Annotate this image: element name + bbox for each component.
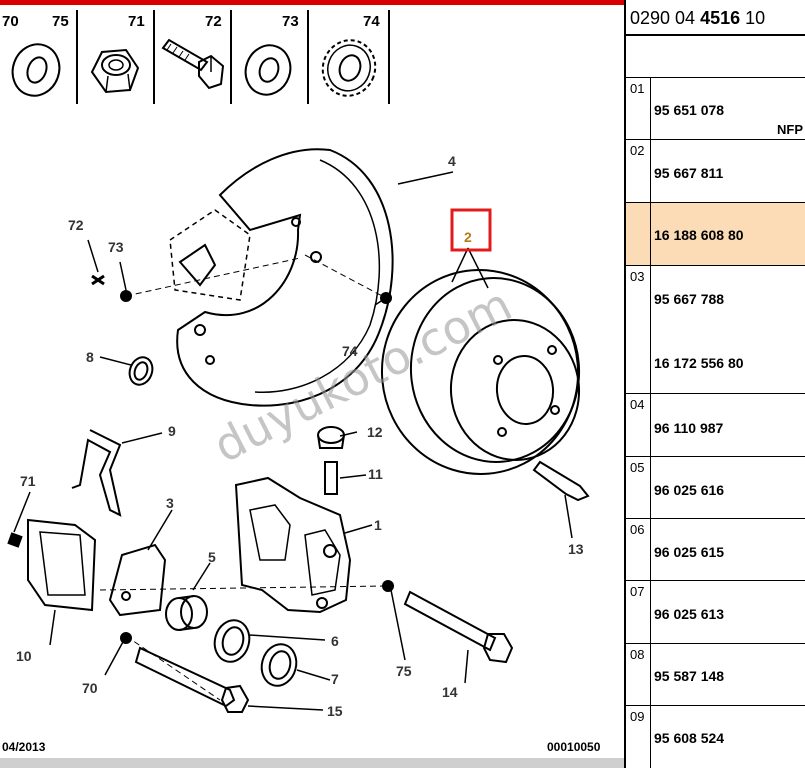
callout-14[interactable]: 14 <box>442 684 458 700</box>
callout-72[interactable]: 72 <box>68 217 84 233</box>
washer-marker-70 <box>120 632 132 644</box>
part-number: 96 110 987 <box>654 420 724 436</box>
header-cell-73[interactable]: 73 <box>232 10 309 104</box>
header-part-number: 73 <box>282 13 299 30</box>
part-number: 95 667 811 <box>654 165 724 181</box>
exploded-view-drawing: 4 2 72 73 74 8 9 12 11 71 3 1 13 5 6 10 … <box>7 148 590 719</box>
row-number: 01 <box>630 81 645 96</box>
callout-74[interactable]: 74 <box>342 343 358 359</box>
hardware-header: 70 75 71 72 <box>0 5 624 104</box>
table-row[interactable]: 06 96 025 615 <box>626 519 805 581</box>
washer-marker-75 <box>382 580 394 592</box>
washer-icon <box>11 43 61 97</box>
table-row[interactable]: 04 96 110 987 <box>626 394 805 457</box>
washer-marker-73 <box>120 290 132 302</box>
part-number: 96 025 615 <box>654 544 725 560</box>
reference-number: 0290 04 4516 10 <box>626 0 805 36</box>
callout-2[interactable]: 2 <box>464 229 472 245</box>
part-number: 95 608 524 <box>654 730 725 746</box>
callout-7[interactable]: 7 <box>331 671 339 687</box>
callout-73[interactable]: 73 <box>108 239 124 255</box>
part-number: 96 025 613 <box>654 606 725 622</box>
callout-9[interactable]: 9 <box>168 423 176 439</box>
part-number: 96 025 616 <box>654 482 725 498</box>
header-cell-72[interactable]: 72 <box>155 10 232 104</box>
callout-6[interactable]: 6 <box>331 633 339 649</box>
callout-1[interactable]: 1 <box>374 517 382 533</box>
brake-caliper <box>234 476 352 614</box>
table-row[interactable]: 07 96 025 613 <box>626 581 805 644</box>
parts-reference-table: 0290 04 4516 10 01 95 651 078 NFP 02 95 … <box>624 0 805 768</box>
washer-marker-74 <box>380 292 392 304</box>
header-part-number: 71 <box>128 13 145 30</box>
table-row[interactable]: 09 95 608 524 <box>626 706 805 768</box>
part-number: 95 667 788 <box>654 291 725 307</box>
table-row[interactable]: 01 95 651 078 NFP <box>626 78 805 140</box>
part-number: 16 172 556 80 <box>654 355 744 371</box>
callout-15[interactable]: 15 <box>327 703 343 719</box>
header-part-number: 75 <box>52 13 69 30</box>
backing-plate <box>176 148 394 407</box>
reference-suffix: 10 <box>740 8 766 28</box>
callout-71[interactable]: 71 <box>20 473 36 489</box>
footer-date: 04/2013 <box>2 740 46 754</box>
exploded-brake-diagram: 70 75 71 72 <box>0 0 624 768</box>
table-row[interactable]: 08 95 587 148 <box>626 644 805 706</box>
reference-prefix: 0290 04 <box>630 8 701 28</box>
row-number: 07 <box>630 584 645 599</box>
bolt-marker-72 <box>91 274 105 286</box>
highlighted-part-box <box>450 208 492 252</box>
callout-70[interactable]: 70 <box>82 680 98 696</box>
bottom-bar <box>0 758 624 768</box>
callout-5[interactable]: 5 <box>208 549 216 565</box>
row-number: 06 <box>630 522 645 537</box>
header-part-number: 72 <box>205 13 222 30</box>
inner-brake-pad <box>108 543 167 617</box>
callout-10[interactable]: 10 <box>16 648 32 664</box>
brake-disc <box>380 269 580 475</box>
part-note: NFP <box>777 122 803 137</box>
table-row[interactable]: 03 95 667 788 16 172 556 80 <box>626 266 805 394</box>
callout-4[interactable]: 4 <box>448 153 456 169</box>
callout-8[interactable]: 8 <box>86 349 94 365</box>
header-part-number: 74 <box>363 13 380 30</box>
row-number: 05 <box>630 460 645 475</box>
reference-bold: 4516 <box>700 8 741 28</box>
nut-icon <box>90 48 140 94</box>
part-number: 95 651 078 <box>654 102 725 118</box>
callout-75[interactable]: 75 <box>396 663 412 679</box>
header-cell-71[interactable]: 71 <box>78 10 155 104</box>
row-number: 04 <box>630 397 645 412</box>
part-number: 95 587 148 <box>654 668 725 684</box>
callout-12[interactable]: 12 <box>367 424 383 440</box>
table-spacer-row <box>626 36 805 78</box>
callout-3[interactable]: 3 <box>166 495 174 511</box>
row-number: 09 <box>630 709 645 724</box>
callout-13[interactable]: 13 <box>568 541 584 557</box>
table-row[interactable]: 05 96 025 616 <box>626 457 805 519</box>
outer-brake-pad <box>27 518 97 612</box>
part-number: 16 188 608 80 <box>654 227 744 243</box>
table-row-highlighted[interactable]: 16 188 608 80 <box>626 203 805 266</box>
row-number: 08 <box>630 647 645 662</box>
footer-code: 00010050 <box>547 740 601 754</box>
callout-11[interactable]: 11 <box>368 466 383 482</box>
row-number: 02 <box>630 143 645 158</box>
washer-icon <box>244 44 292 96</box>
nut-marker-71 <box>7 532 23 548</box>
header-part-number: 70 <box>2 13 19 30</box>
bolt-icon <box>161 38 225 90</box>
serrated-washer-icon <box>321 39 377 97</box>
header-cell-74[interactable]: 74 <box>309 10 390 104</box>
header-cell-70-75[interactable]: 70 75 <box>0 10 78 104</box>
table-row[interactable]: 02 95 667 811 <box>626 140 805 203</box>
row-number: 03 <box>630 269 645 284</box>
top-accent-bar <box>0 0 624 5</box>
